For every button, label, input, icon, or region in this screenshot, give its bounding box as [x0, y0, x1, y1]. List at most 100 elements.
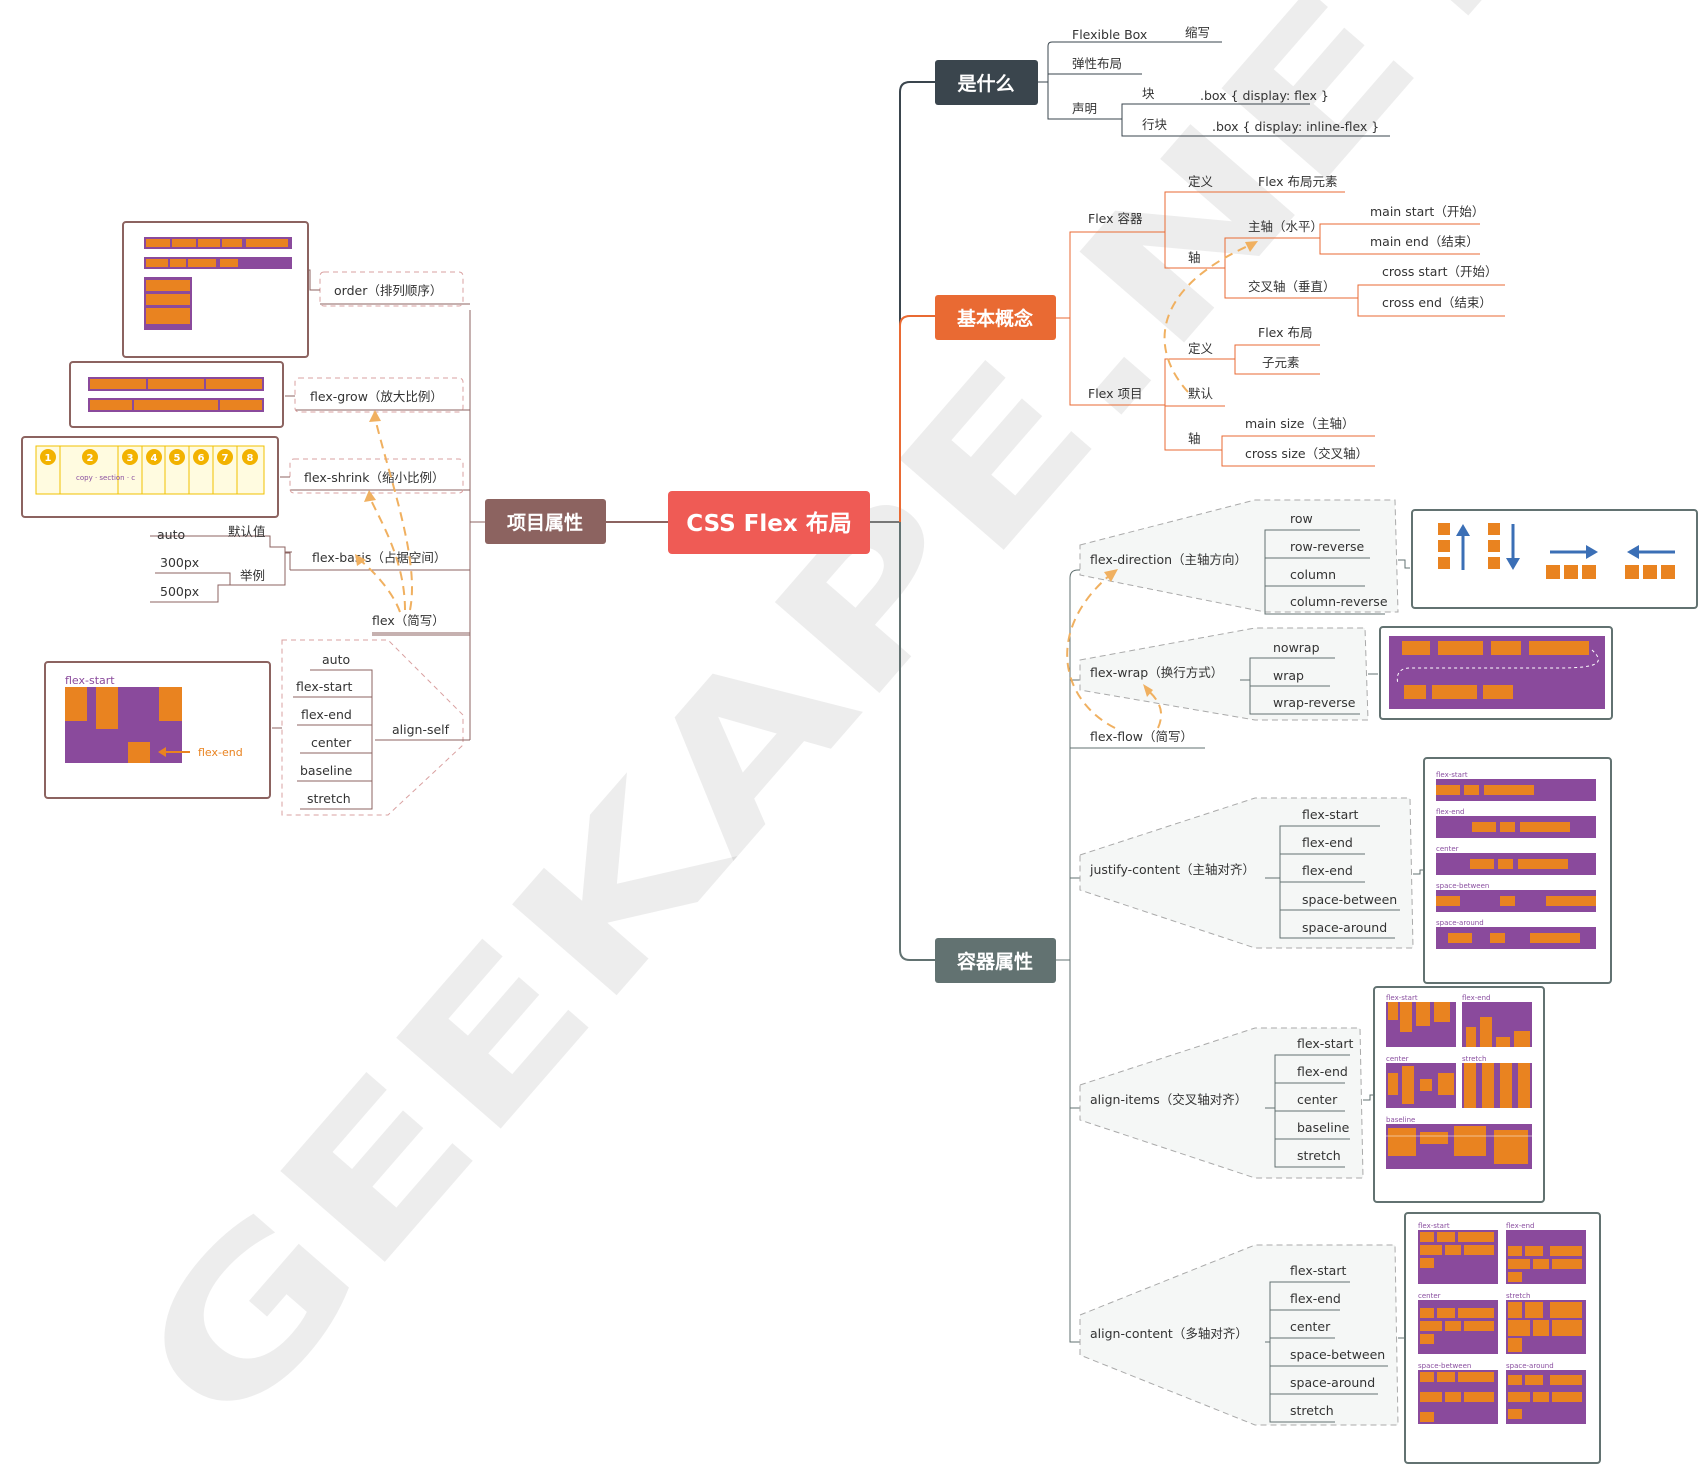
shrink-circle [217, 449, 233, 465]
flow-arrow-1 [1066, 574, 1116, 729]
shrink-circle-number: 3 [127, 453, 134, 464]
item-props-label: 项目属性 [507, 511, 583, 534]
align-items-group[interactable] [1079, 1027, 1364, 1179]
item-def-1: Flex 布局 [1258, 325, 1313, 340]
self-flex-start: flex-start [296, 679, 352, 694]
svg-text:space-around: space-around [1506, 1362, 1554, 1370]
shrink-circle-number: 1 [45, 453, 52, 464]
wrap-wrap: wrap [1273, 668, 1304, 683]
basis-300: 300px [160, 555, 199, 570]
container-def-value: Flex 布局元素 [1258, 174, 1338, 189]
shrink-circle [82, 449, 98, 465]
self-center: center [311, 735, 352, 750]
order-item[interactable] [319, 271, 464, 307]
flow-label: flex-flow（简写） [1090, 729, 1193, 744]
container-node[interactable] [935, 938, 1056, 983]
svg-text:flex-start: flex-start [1418, 1222, 1450, 1230]
justify-v1: flex-start [1302, 807, 1358, 822]
item-node[interactable] [485, 499, 606, 544]
declare-label: 声明 [1072, 101, 1097, 116]
shrink-circle-number: 8 [247, 453, 254, 464]
align-content-v3: center [1290, 1319, 1331, 1334]
inline-label: 行块 [1142, 117, 1168, 132]
wrap-wrap-reverse: wrap-reverse [1273, 695, 1356, 710]
item-def-2: 子元素 [1262, 355, 1300, 370]
shrink-circle [169, 449, 185, 465]
concept-node[interactable] [935, 295, 1056, 340]
cross-start-label: cross start（开始） [1382, 264, 1498, 279]
basis-example: 举例 [240, 568, 265, 583]
align-self-group[interactable] [281, 639, 464, 816]
dir-column-reverse: column-reverse [1290, 594, 1388, 609]
direction-illustration [1438, 523, 1675, 579]
item-def: 定义 [1188, 341, 1214, 356]
svg-text:stretch: stretch [1506, 1292, 1530, 1300]
svg-text:space-around: space-around [1436, 919, 1484, 927]
item-default: 默认 [1188, 386, 1214, 401]
shrink-circle [146, 449, 162, 465]
align-content-v1: flex-start [1290, 1263, 1346, 1278]
concept-label: 基本概念 [956, 307, 1033, 330]
align-content-v4: space-between [1290, 1347, 1385, 1362]
basis-auto: auto [157, 527, 185, 542]
justify-illustration: flex-start flex-end center space-between… [1436, 771, 1596, 949]
svg-text:space-between: space-between [1418, 1362, 1471, 1370]
justify-v5: space-around [1302, 920, 1387, 935]
elastic-label: 弹性布局 [1072, 56, 1122, 71]
grow-label: flex-grow（放大比例） [310, 389, 443, 404]
root-title: CSS Flex 布局 [686, 510, 851, 537]
align-content-v6: stretch [1290, 1403, 1334, 1418]
svg-text:space-between: space-between [1436, 882, 1489, 890]
self-auto: auto [322, 652, 350, 667]
align-items-v3: center [1297, 1092, 1338, 1107]
align-content-illustration: flex-start flex-end center stretch space… [1418, 1222, 1586, 1424]
align-content-group[interactable] [1079, 1244, 1399, 1426]
svg-text:flex-start: flex-start [1436, 771, 1468, 779]
align-items-v2: flex-end [1297, 1064, 1348, 1079]
wrap-nowrap: nowrap [1273, 640, 1320, 655]
cross-end-label: cross end（结束） [1382, 295, 1492, 310]
cross-axis-label: 交叉轴（垂直） [1248, 279, 1336, 294]
flow-arrow-2 [1144, 687, 1163, 729]
shrink-circle [242, 449, 258, 465]
cross-size-label: cross size（交叉轴） [1245, 446, 1368, 461]
shrink-circle-number: 4 [151, 453, 158, 464]
default-arrow-head [1245, 241, 1258, 252]
svg-text:baseline: baseline [1386, 1116, 1415, 1124]
self-stretch: stretch [307, 791, 351, 806]
abbr-label: 缩写 [1185, 25, 1210, 40]
align-items-v4: baseline [1297, 1120, 1350, 1135]
align-content-label: align-content（多轴对齐） [1090, 1326, 1248, 1341]
self-flex-end: flex-end [301, 707, 352, 722]
block-code: .box { display: flex } [1200, 88, 1329, 103]
align-content-v5: space-around [1290, 1375, 1375, 1390]
svg-text:flex-end: flex-end [1436, 808, 1464, 816]
root-node[interactable] [668, 491, 870, 554]
what-node[interactable] [935, 60, 1038, 105]
align-content-v2: flex-end [1290, 1291, 1341, 1306]
direction-label: flex-direction（主轴方向） [1090, 552, 1247, 567]
shrink-circle-number: 2 [87, 453, 94, 464]
shrink-circle-number: 5 [174, 453, 181, 464]
svg-text:copy · section · c: copy · section · c [76, 474, 135, 482]
wrap-group[interactable] [1079, 627, 1369, 721]
shrink-circle-number: 7 [222, 453, 229, 464]
shrink-item[interactable] [289, 458, 464, 494]
svg-text:flex-end: flex-end [1462, 994, 1490, 1002]
main-end-label: main end（结束） [1370, 234, 1479, 249]
shrink-circle [122, 449, 138, 465]
justify-v4: space-between [1302, 892, 1397, 907]
dir-row-reverse: row-reverse [1290, 539, 1365, 554]
svg-text:flex-end: flex-end [1506, 1222, 1534, 1230]
svg-text:center: center [1418, 1292, 1441, 1300]
block-label: 块 [1142, 86, 1155, 101]
svg-text:stretch: stretch [1462, 1055, 1486, 1063]
align-self-img-end: flex-end [198, 746, 243, 759]
shrink-circle [193, 449, 209, 465]
container-label: Flex 容器 [1088, 211, 1143, 226]
dir-row: row [1290, 511, 1313, 526]
justify-label: justify-content（主轴对齐） [1089, 862, 1255, 877]
direction-group[interactable] [1079, 499, 1399, 613]
container-def: 定义 [1188, 174, 1214, 189]
